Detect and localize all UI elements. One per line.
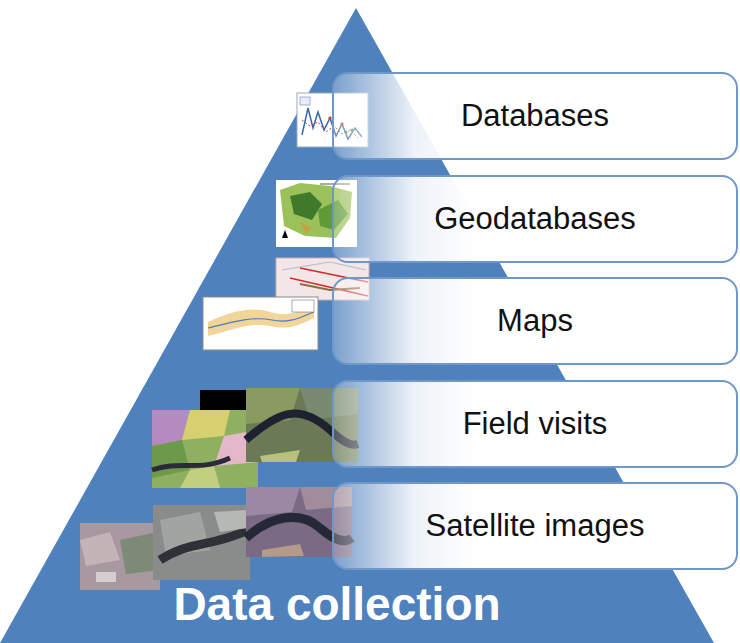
satellite-thumbnail — [80, 487, 352, 590]
band-label: Geodatabases — [434, 201, 636, 237]
band-label: Databases — [461, 98, 609, 134]
field-thumbnail — [152, 388, 358, 488]
pyramid-band: Databases — [332, 72, 738, 160]
band-label: Field visits — [463, 406, 608, 442]
pyramid-title: Data collection — [173, 577, 500, 631]
pyramid-band: Maps — [332, 277, 738, 365]
pyramid-band: Geodatabases — [332, 175, 738, 263]
band-label: Satellite images — [426, 508, 645, 544]
pyramid-band: Satellite images — [332, 482, 738, 570]
band-label: Maps — [497, 303, 573, 339]
pyramid-band: Field visits — [332, 380, 738, 468]
